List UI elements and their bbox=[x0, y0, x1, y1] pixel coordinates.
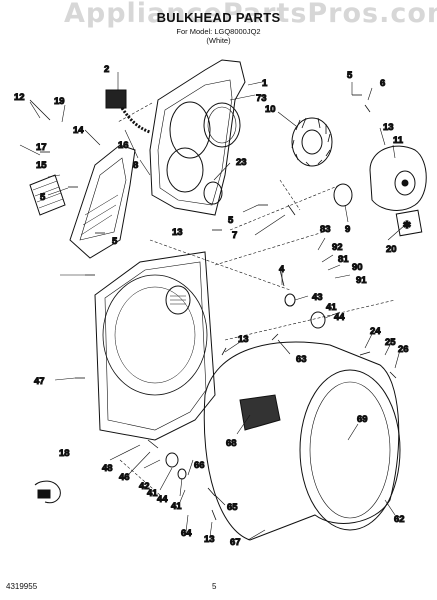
seal-ring bbox=[203, 102, 241, 148]
callout-11: 11 bbox=[393, 135, 404, 146]
lint-duct-housing bbox=[69, 144, 136, 259]
callout-41b: 41 bbox=[147, 488, 158, 499]
callout-15: 15 bbox=[36, 160, 47, 171]
callout-73: 73 bbox=[256, 93, 267, 104]
callout-14: 14 bbox=[73, 125, 84, 136]
callout-26: 26 bbox=[398, 344, 409, 355]
callout-13d: 13 bbox=[204, 534, 215, 545]
callout-64: 64 bbox=[181, 528, 192, 539]
callout-20: 20 bbox=[386, 244, 397, 255]
warning-label: ✱ bbox=[395, 209, 423, 237]
callout-90: 90 bbox=[352, 262, 363, 273]
callout-91: 91 bbox=[356, 275, 367, 286]
callout-46: 46 bbox=[119, 472, 130, 483]
callout-68: 68 bbox=[226, 438, 237, 449]
dryer-drum bbox=[203, 341, 401, 541]
callout-25: 25 bbox=[385, 337, 396, 348]
callout-83: 83 bbox=[320, 224, 331, 235]
drum-rollers bbox=[165, 293, 326, 480]
callout-labels: 1 2 73 10 5 6 12 19 14 16 8 23 13 11 9 5… bbox=[14, 64, 410, 549]
felt-seal bbox=[203, 181, 223, 205]
callout-17: 17 bbox=[36, 142, 47, 153]
callout-1: 1 bbox=[262, 78, 268, 89]
callout-44b: 44 bbox=[157, 494, 168, 505]
callout-8: 8 bbox=[133, 160, 138, 171]
ground-wire-kit bbox=[34, 480, 61, 504]
bulkhead-duct-panel bbox=[149, 59, 246, 216]
callout-7: 7 bbox=[232, 230, 237, 241]
wire-harness bbox=[105, 89, 151, 134]
callout-92: 92 bbox=[332, 242, 343, 253]
callout-4: 4 bbox=[279, 264, 285, 275]
callout-5a: 5 bbox=[347, 70, 353, 81]
callout-13b: 13 bbox=[172, 227, 183, 238]
callout-13a: 13 bbox=[383, 122, 394, 133]
callout-81: 81 bbox=[338, 254, 349, 265]
callout-41a: 41 bbox=[326, 302, 337, 313]
rear-bulkhead-panel bbox=[94, 251, 216, 441]
color-line: (White) bbox=[206, 36, 231, 45]
document-number: 4319955 bbox=[6, 582, 38, 591]
callout-13c: 13 bbox=[238, 334, 249, 345]
callout-9: 9 bbox=[345, 224, 350, 235]
callout-67: 67 bbox=[230, 537, 241, 548]
callout-5b: 5 bbox=[228, 215, 234, 226]
callout-16: 16 bbox=[118, 140, 129, 151]
callout-10: 10 bbox=[265, 104, 276, 115]
blower-housing bbox=[369, 145, 427, 211]
watermark: AppliancePartsPros.com bbox=[64, 0, 437, 29]
callout-69: 69 bbox=[357, 414, 368, 425]
blower-seal bbox=[333, 183, 353, 207]
diagram-title: BULKHEAD PARTS bbox=[156, 10, 281, 25]
callout-5d: 5 bbox=[112, 236, 118, 247]
callout-65: 65 bbox=[227, 502, 238, 513]
callout-2: 2 bbox=[104, 64, 109, 75]
model-line: For Model: LGQ8000JQ2 bbox=[176, 27, 261, 36]
callout-18: 18 bbox=[59, 448, 70, 459]
callout-6: 6 bbox=[380, 78, 385, 89]
callout-48: 48 bbox=[102, 463, 113, 474]
callout-43: 43 bbox=[312, 292, 323, 303]
blower-wheel bbox=[291, 117, 333, 167]
callout-42: 42 bbox=[139, 481, 150, 492]
dashed-guides bbox=[117, 102, 396, 496]
callout-5c: 5 bbox=[40, 192, 46, 203]
screws bbox=[29, 94, 397, 521]
callout-63: 63 bbox=[296, 354, 307, 365]
svg-text:✱: ✱ bbox=[403, 220, 412, 231]
callout-23: 23 bbox=[236, 157, 247, 168]
lint-grille bbox=[29, 174, 66, 216]
callout-leaders bbox=[19, 72, 406, 541]
callout-66: 66 bbox=[194, 460, 205, 471]
page-number: 5 bbox=[212, 582, 217, 591]
callout-62: 62 bbox=[394, 514, 405, 525]
callout-19: 19 bbox=[54, 96, 65, 107]
callout-41c: 41 bbox=[171, 501, 182, 512]
callout-12: 12 bbox=[14, 92, 25, 103]
callout-24: 24 bbox=[370, 326, 381, 337]
callout-47: 47 bbox=[34, 376, 45, 387]
callout-44a: 44 bbox=[334, 312, 345, 323]
